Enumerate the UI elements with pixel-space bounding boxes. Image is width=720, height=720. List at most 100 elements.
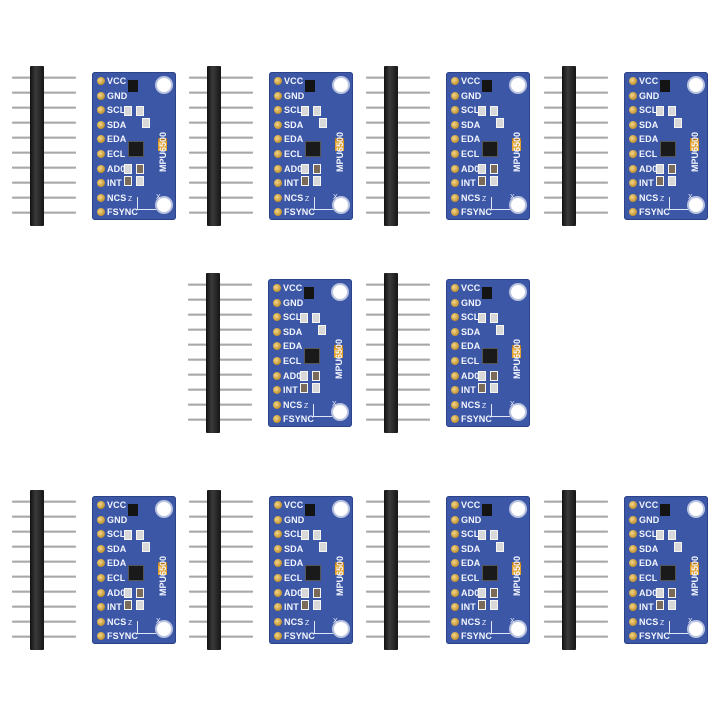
- pin-label-scl: SCL: [639, 529, 658, 540]
- header-pin: [188, 343, 252, 346]
- solder-pad: [274, 574, 282, 582]
- pin-label-ecl: ECL: [107, 573, 126, 583]
- pin-label-fsync: FSYNC: [639, 631, 671, 642]
- smd-capacitor: [490, 106, 498, 116]
- solder-pad: [451, 77, 459, 85]
- solder-pad: [629, 603, 637, 612]
- header-pin: [189, 136, 253, 139]
- header-pin: [366, 373, 430, 376]
- solder-pad: [451, 313, 459, 322]
- header-pin: [366, 313, 430, 316]
- pin-label-gnd: GND: [284, 514, 305, 525]
- pin-label-gnd: GND: [461, 514, 482, 525]
- solder-pad: [97, 515, 105, 524]
- pin-label-gnd: GND: [284, 90, 305, 101]
- solder-pad: [451, 357, 459, 365]
- smd-capacitor: [478, 176, 486, 186]
- solder-pad: [97, 150, 105, 158]
- solder-pad: [274, 150, 282, 158]
- header-pin: [366, 106, 430, 109]
- smd-capacitor: [124, 164, 132, 174]
- pin-label-ecl: ECL: [107, 149, 126, 159]
- mpu6500-chip: [483, 349, 497, 363]
- pin-label-sda: SDA: [461, 326, 481, 337]
- axis-indicator: [137, 197, 156, 210]
- pin-label-vcc: VCC: [461, 76, 481, 86]
- pin-label-scl: SCL: [107, 105, 126, 116]
- header-pin: [12, 575, 76, 578]
- pin-label-eda: EDA: [284, 558, 304, 569]
- mounting-hole: [689, 78, 703, 92]
- header-pin: [366, 500, 430, 503]
- pin-label-sda: SDA: [107, 543, 127, 554]
- mounting-hole: [511, 502, 525, 516]
- solder-pad: [451, 135, 459, 144]
- solder-pad: [451, 150, 459, 158]
- solder-pad: [274, 603, 282, 612]
- header-pin: [544, 196, 608, 199]
- smd-capacitor: [301, 176, 309, 186]
- axis-indicator: [491, 621, 510, 634]
- mounting-hole: [334, 502, 348, 516]
- smd-capacitor: [319, 118, 327, 128]
- pin-header: [8, 66, 80, 226]
- smd-capacitor: [300, 383, 308, 393]
- solder-pad: [274, 544, 282, 553]
- solder-pad: [451, 91, 459, 100]
- pin-label-ad0: AD0: [107, 587, 126, 598]
- solder-pad: [629, 501, 637, 509]
- header-pin: [366, 76, 430, 79]
- pin-label-fsync: FSYNC: [283, 414, 315, 425]
- header-pin: [12, 545, 76, 548]
- pin-header: [185, 490, 257, 650]
- solder-pad: [97, 91, 105, 100]
- header-pin: [544, 211, 608, 214]
- mounting-hole: [333, 405, 347, 419]
- solder-pad: [273, 415, 281, 424]
- axis-indicator: [137, 621, 156, 634]
- header-pin: [189, 166, 253, 169]
- header-pin: [544, 76, 608, 79]
- header-pin: [189, 590, 253, 593]
- solder-pad: [274, 208, 282, 217]
- header-pin: [366, 91, 430, 94]
- axis-x-label: X: [688, 194, 693, 201]
- header-plastic-strip: [30, 490, 44, 650]
- pin-header: [184, 273, 256, 433]
- pin-label-vcc: VCC: [639, 76, 659, 86]
- smd-capacitor: [124, 176, 132, 186]
- pin-label-gnd: GND: [639, 90, 660, 101]
- header-pin: [366, 590, 430, 593]
- solder-pad: [629, 120, 637, 129]
- solder-pad: [274, 106, 282, 115]
- pin-header: [362, 66, 434, 226]
- pin-label-scl: SCL: [461, 105, 480, 116]
- header-pin: [188, 313, 252, 316]
- solder-pad: [451, 501, 459, 509]
- smd-capacitor: [490, 530, 498, 540]
- axis-indicator: [314, 621, 333, 634]
- pin-label-ecl: ECL: [461, 149, 480, 159]
- mounting-hole: [511, 198, 525, 212]
- header-pin: [366, 283, 430, 286]
- mounting-hole: [157, 502, 171, 516]
- header-pin: [188, 403, 252, 406]
- pin-label-ncs: NCS: [461, 399, 481, 410]
- axis-x-label: X: [510, 194, 515, 201]
- pin-label-ncs: NCS: [639, 192, 659, 203]
- pin-label-vcc: VCC: [284, 76, 304, 86]
- pin-label-ad0: AD0: [461, 163, 480, 174]
- solder-pad: [97, 77, 105, 85]
- axis-indicator: [491, 404, 510, 417]
- pin-label-ad0: AD0: [461, 587, 480, 598]
- pin-label-ncs: NCS: [461, 616, 481, 627]
- pin-label-ecl: ECL: [461, 573, 480, 583]
- header-pin: [12, 76, 76, 79]
- pin-label-fsync: FSYNC: [284, 631, 316, 642]
- mounting-hole: [157, 198, 171, 212]
- pin-label-fsync: FSYNC: [461, 631, 493, 642]
- pin-label-eda: EDA: [284, 134, 304, 145]
- solder-pad: [273, 284, 281, 292]
